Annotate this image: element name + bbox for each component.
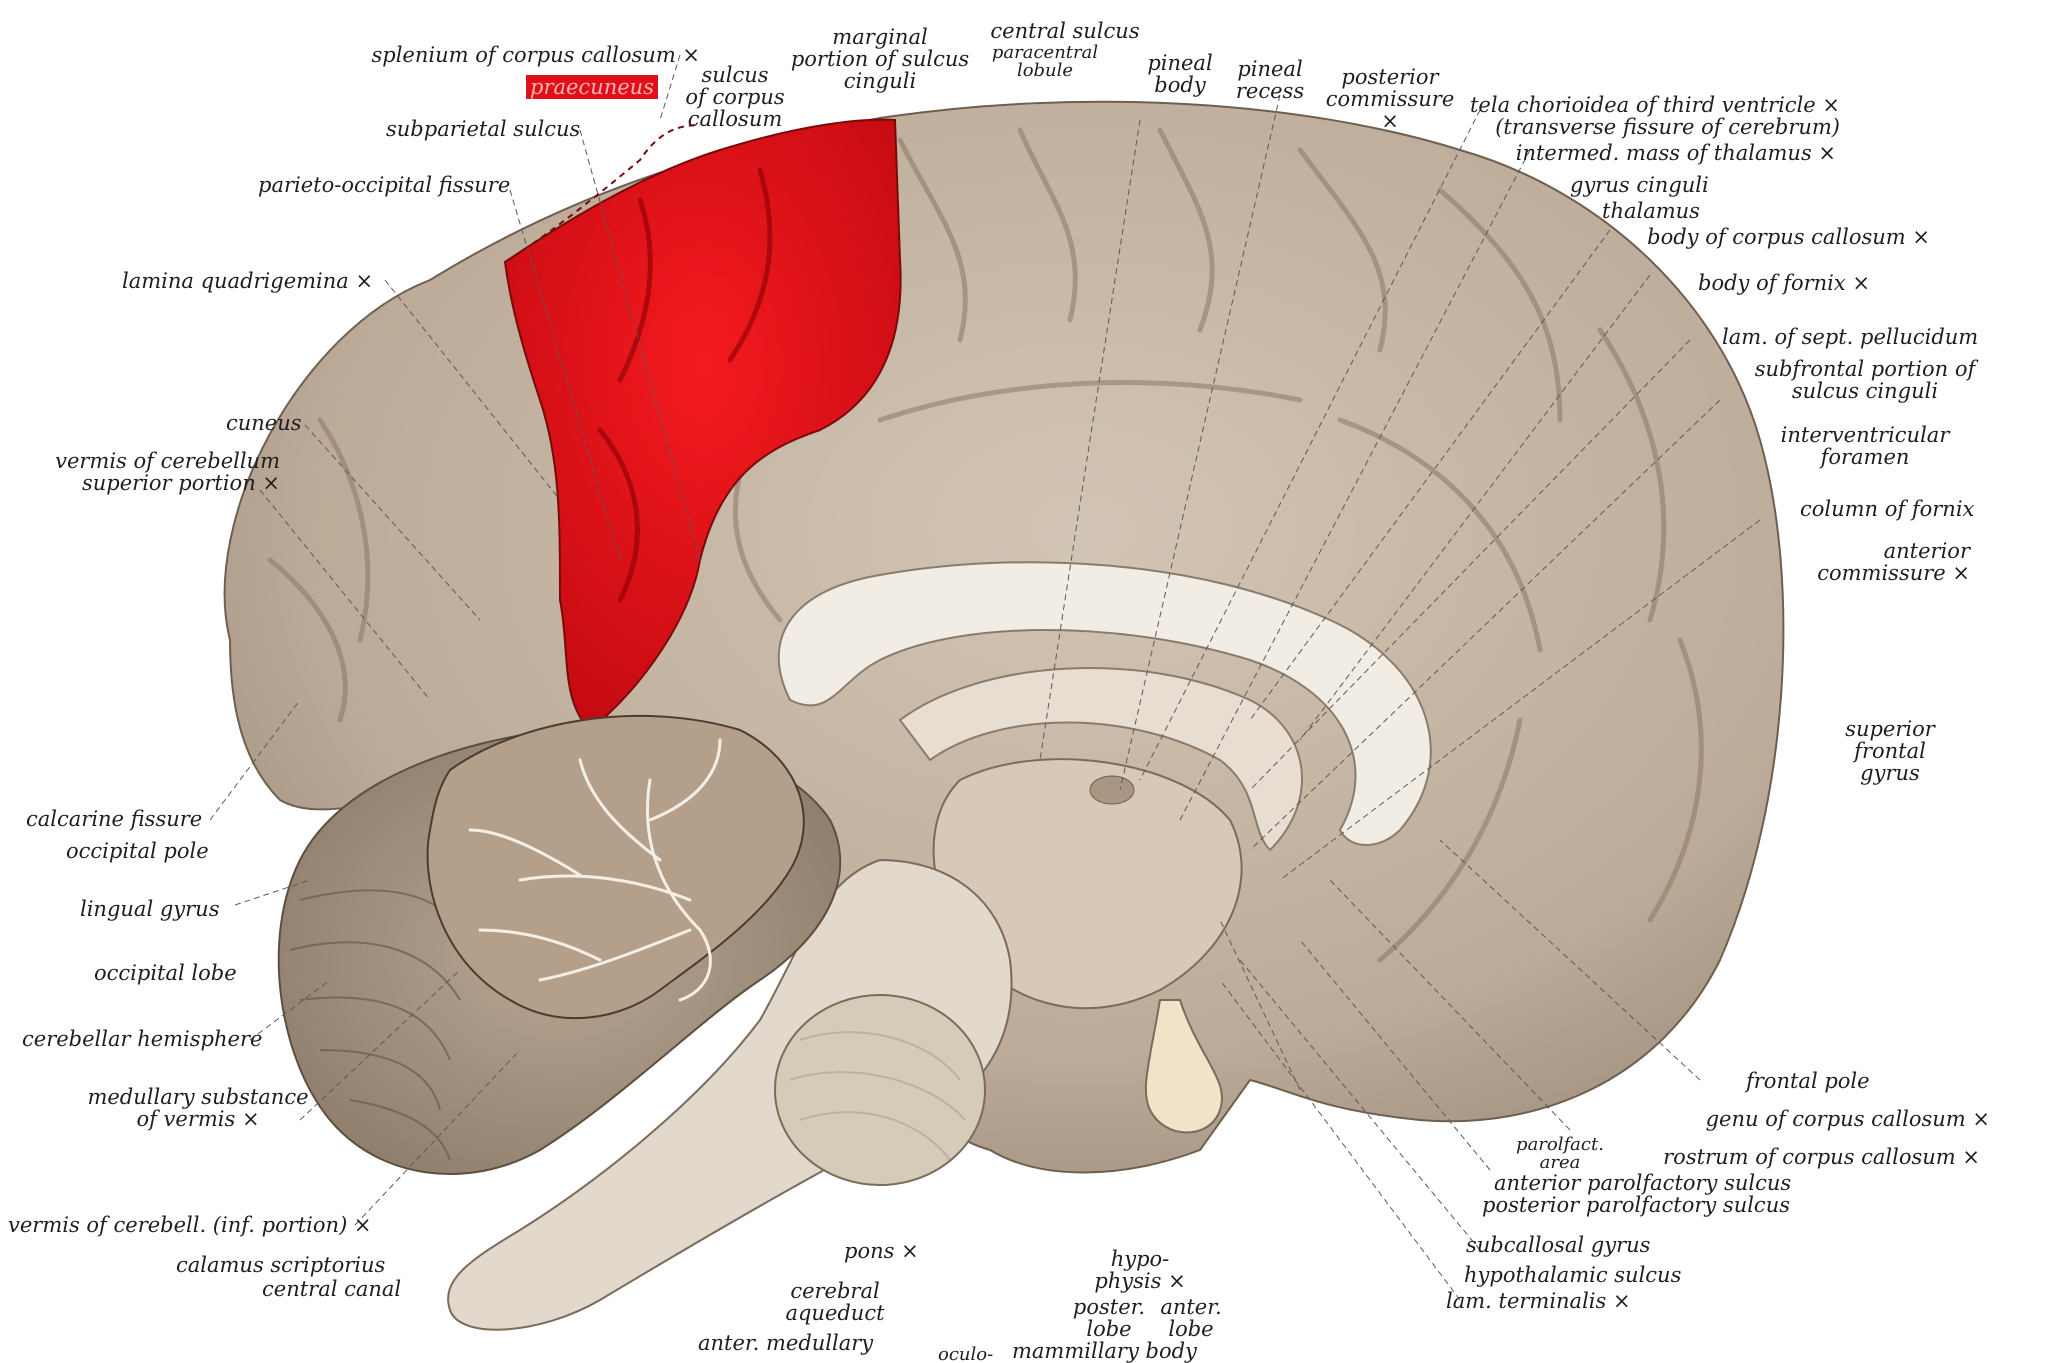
label-vermis-inferior: vermis of cerebell. (inf. portion) × xyxy=(8,1213,372,1237)
label-sulcus-corpus-callosum: sulcus of corpus callosum xyxy=(685,63,785,131)
gyri-lines xyxy=(267,127,1704,963)
label-intermed-mass: intermed. mass of thalamus × xyxy=(1515,141,1836,165)
label-hypothalamic: hypothalamic sulcus xyxy=(1464,1263,1682,1287)
label-lam-terminalis: lam. terminalis × xyxy=(1446,1289,1631,1313)
label-anter-medullary: anter. medullary xyxy=(698,1331,874,1355)
label-paracentral: paracentral lobule xyxy=(991,42,1099,81)
praecuneus-region xyxy=(503,118,902,732)
label-subcallosal: subcallosal gyrus xyxy=(1466,1233,1651,1257)
praecuneus-tag: praecuneus xyxy=(526,75,658,99)
label-pons: pons × xyxy=(844,1239,919,1263)
brainstem xyxy=(447,858,1013,1331)
vermis-section xyxy=(426,714,805,1020)
label-anterior-commissure: anterior commissure × xyxy=(1817,539,1970,585)
label-posterior-parolfactory: posterior parolfactory sulcus xyxy=(1482,1193,1790,1217)
label-subfrontal: subfrontal portion of sulcus cinguli xyxy=(1754,357,1976,403)
label-column-fornix: column of fornix xyxy=(1800,497,1975,521)
label-thalamus: thalamus xyxy=(1602,199,1700,223)
pons xyxy=(774,994,986,1186)
arbor-vitae xyxy=(468,738,722,1002)
label-mammillary: mammillary body xyxy=(1012,1339,1197,1363)
label-subparietal: subparietal sulcus xyxy=(386,117,581,141)
label-lamina-quadrigemina: lamina quadrigemina × xyxy=(122,269,374,293)
fornix xyxy=(898,667,1303,852)
label-cerebellar-hemisphere: cerebellar hemisphere xyxy=(22,1027,263,1051)
label-marginal: marginal portion of sulcus cinguli xyxy=(790,25,970,93)
label-cerebral-aqueduct: cerebral aqueduct xyxy=(785,1279,885,1325)
label-splenium: splenium of corpus callosum × xyxy=(371,43,700,67)
label-anter-lobe: anter. lobe xyxy=(1160,1295,1222,1341)
label-central-canal: central canal xyxy=(262,1277,402,1301)
label-medullary-substance: medullary substance of vermis × xyxy=(87,1085,309,1131)
label-calcarine: calcarine fissure xyxy=(26,807,203,831)
label-poster-lobe: poster. lobe xyxy=(1072,1295,1146,1341)
label-pineal-recess: pineal recess xyxy=(1235,57,1305,103)
label-parieto-occipital: parieto-occipital fissure xyxy=(258,173,511,197)
label-pineal-body: pineal body xyxy=(1147,51,1213,97)
label-rostrum: rostrum of corpus callosum × xyxy=(1663,1145,1980,1169)
label-vermis-superior: vermis of cerebellum superior portion × xyxy=(55,449,280,495)
label-body-corpus-callosum: body of corpus callosum × xyxy=(1647,225,1930,249)
label-lingual: lingual gyrus xyxy=(80,897,220,921)
corpus-callosum xyxy=(777,561,1432,846)
label-genu: genu of corpus callosum × xyxy=(1705,1107,1990,1131)
label-tela-chorioidea: tela chorioidea of third ventricle × (tr… xyxy=(1469,93,1840,139)
label-oculo: oculo- xyxy=(938,1344,994,1363)
label-gyrus-cinguli: gyrus cinguli xyxy=(1570,173,1709,197)
label-parolfact-area: parolfact. area xyxy=(1516,1134,1604,1173)
label-hypophysis: hypo- physis × xyxy=(1094,1247,1186,1293)
label-occipital-lobe: occipital lobe xyxy=(94,961,237,985)
label-central-sulcus: central sulcus xyxy=(990,19,1140,43)
label-occipital-pole: occipital pole xyxy=(66,839,209,863)
hypophysis xyxy=(1144,999,1223,1134)
label-posterior-commissure: posterior commissure × xyxy=(1325,65,1455,133)
label-cuneus: cuneus xyxy=(226,411,302,435)
label-frontal-pole: frontal pole xyxy=(1746,1069,1870,1093)
leader-lines xyxy=(209,54,1761,1301)
label-praecuneus: praecuneus xyxy=(526,75,658,99)
label-calamus: calamus scriptorius xyxy=(176,1253,386,1277)
label-body-fornix: body of fornix × xyxy=(1698,271,1870,295)
label-lam-sept: lam. of sept. pellucidum xyxy=(1722,325,1979,349)
label-anterior-parolfactory: anterior parolfactory sulcus xyxy=(1494,1171,1792,1195)
label-superior-frontal: superior frontal gyrus xyxy=(1845,717,1935,785)
label-interventricular: interventricular foramen xyxy=(1780,423,1950,469)
